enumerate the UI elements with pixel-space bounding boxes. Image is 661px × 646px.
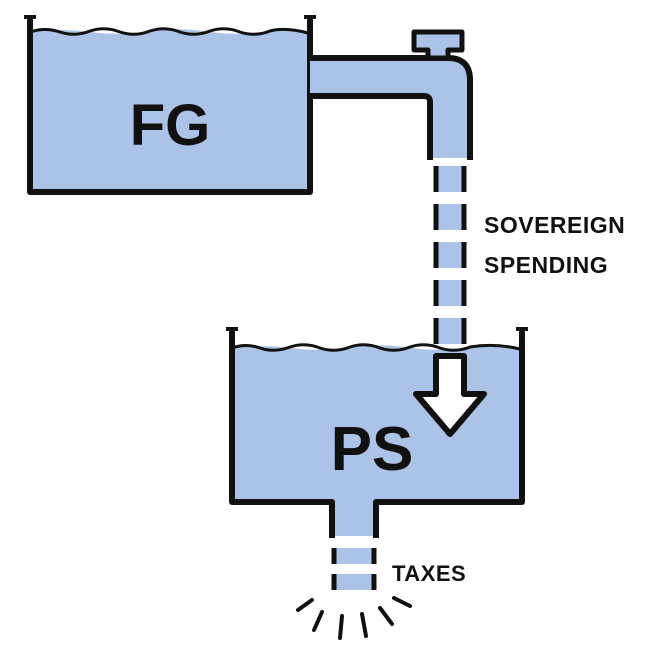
stream-segment bbox=[436, 318, 464, 344]
pipe-water bbox=[310, 60, 468, 158]
pipe-outline-bottom bbox=[310, 93, 433, 160]
spending-label-line2: SPENDING bbox=[484, 252, 608, 278]
taxes-label: TAXES bbox=[392, 561, 466, 586]
stream-segment bbox=[436, 166, 464, 192]
upper-tank: FG bbox=[24, 15, 316, 195]
spending-label-line1: SOVEREIGN bbox=[484, 212, 625, 238]
upper-tank-water bbox=[30, 29, 308, 190]
lower-tank-outline bbox=[229, 330, 525, 538]
upper-tank-water-surface bbox=[29, 27, 309, 36]
drain-segment bbox=[334, 574, 374, 590]
lower-tank-water-surface bbox=[231, 343, 521, 352]
stream-segment bbox=[436, 204, 464, 230]
spending-stream: SOVEREIGN SPENDING bbox=[433, 166, 625, 380]
stream-segment bbox=[436, 280, 464, 306]
spending-arrow-icon bbox=[413, 353, 487, 437]
upper-tank-outline bbox=[27, 18, 313, 195]
lower-tank-label: PS bbox=[331, 415, 414, 484]
faucet-valve-icon bbox=[411, 29, 465, 61]
outflow-pipe bbox=[310, 29, 473, 160]
upper-tank-label: FG bbox=[130, 93, 211, 158]
stream-segment bbox=[436, 242, 464, 268]
splash-icon bbox=[296, 596, 412, 640]
drain-edges bbox=[331, 548, 377, 590]
drain-segment bbox=[334, 548, 374, 564]
outlet-water bbox=[334, 496, 374, 536]
lower-tank: PS bbox=[226, 327, 528, 538]
taxes-stream: TAXES bbox=[296, 548, 466, 640]
